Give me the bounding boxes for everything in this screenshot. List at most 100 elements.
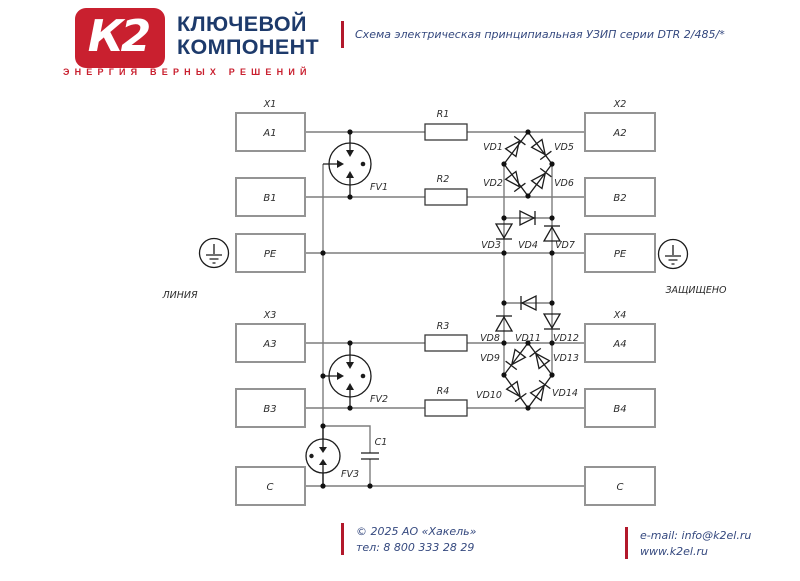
- terminal-a3-label: A3: [262, 339, 276, 350]
- resistor-r4-label: R4: [437, 386, 450, 397]
- diode-vd5-symbol: [530, 138, 552, 161]
- resistor-r3: [424, 334, 468, 352]
- ground-icon: [198, 237, 230, 269]
- diode-vd7-label: VD7: [555, 240, 575, 251]
- diode-vd4-label: VD4: [518, 240, 538, 251]
- company-name-line2: КОМПОНЕНТ: [177, 35, 320, 59]
- diode-vd13-symbol: [529, 347, 551, 370]
- company-tagline: ЭНЕРГИЯ ВЕРНЫХ РЕШЕНИЙ: [63, 67, 312, 77]
- email-text: e-mail: info@k2el.ru: [640, 529, 752, 542]
- terminal-c-right: [584, 466, 656, 506]
- terminal-b1: [235, 177, 306, 217]
- connector-x3-label: X3: [263, 310, 277, 321]
- terminal-b1-label: B1: [263, 193, 276, 204]
- diode-vd6-symbol: [530, 167, 552, 190]
- protected-side-label: ЗАЩИЩЕНО: [665, 285, 727, 296]
- terminal-b2-label: B2: [613, 193, 626, 204]
- diode-vd1-label: VD1: [483, 142, 503, 153]
- phone-text: тел: 8 800 333 28 29: [356, 540, 475, 554]
- arrester-fv3-symbol: [305, 426, 341, 486]
- diode-vd9-symbol: [505, 348, 527, 371]
- connector-x2-label: X2: [613, 99, 627, 110]
- arrester-fv3-label: FV3: [341, 469, 359, 480]
- terminal-c-left: [235, 466, 306, 506]
- diode-bridge-bottom: [503, 341, 553, 410]
- terminal-pe-left: [235, 233, 306, 273]
- title-accent-bar: [341, 21, 344, 48]
- terminal-a2: [584, 112, 656, 152]
- arrester-fv2-label: FV2: [370, 394, 388, 405]
- diode-vd3-label: VD3: [481, 240, 501, 251]
- copyright-text: © 2025 АО «Хакель»: [356, 525, 477, 538]
- company-name: КЛЮЧЕВОЙ КОМПОНЕНТ: [177, 13, 319, 59]
- diode-vd14-label: VD14: [552, 388, 578, 399]
- terminal-a3: [235, 323, 306, 363]
- resistors: [424, 123, 468, 417]
- arrester-fv1-label: FV1: [370, 182, 388, 193]
- diode-vd2-label: VD2: [483, 178, 503, 189]
- diode-vd6-label: VD6: [554, 178, 574, 189]
- ground-icon: [657, 238, 689, 270]
- diode-vd14-symbol: [529, 379, 551, 402]
- footer-accent-bar: [341, 523, 344, 555]
- resistor-r1: [424, 123, 468, 141]
- terminal-b4: [584, 388, 656, 428]
- diode-vd10-label: VD10: [476, 390, 502, 401]
- resistor-r3-label: R3: [437, 321, 450, 332]
- arrester-fv1-symbol: [323, 132, 372, 197]
- website-text: www.k2el.ru: [640, 544, 708, 558]
- diode-vd13-label: VD13: [553, 353, 579, 364]
- terminal-blocks-right: [584, 112, 656, 506]
- footer-accent-bar-right: [625, 527, 628, 559]
- k2-logo-text: К2: [87, 10, 152, 62]
- terminal-a1-label: A1: [262, 128, 276, 139]
- line-side-label: ЛИНИЯ: [161, 290, 198, 301]
- diode-bridge-top: [503, 130, 553, 198]
- footer-contact-block: © 2025 АО «Хакель» тел: 8 800 333 28 29: [341, 523, 476, 555]
- diode-vd4-symbol: [519, 209, 536, 227]
- resistor-r2-label: R2: [437, 174, 450, 185]
- diode-vd10-symbol: [505, 380, 527, 403]
- diode-vd8-label: VD8: [480, 333, 500, 344]
- terminal-a4-label: A4: [612, 339, 626, 350]
- resistor-r2: [424, 188, 468, 206]
- terminal-b2: [584, 177, 656, 217]
- terminal-b4-label: B4: [613, 404, 626, 415]
- resistor-r1-label: R1: [437, 109, 450, 120]
- diode-vd1-symbol: [504, 135, 526, 158]
- terminal-a4: [584, 323, 656, 363]
- document-title-block: Схема электрическая принципиальная УЗИП …: [341, 21, 725, 48]
- terminal-c-right-label: C: [617, 482, 624, 493]
- connector-x1-label: X1: [263, 99, 277, 110]
- diode-vd7-symbol: [542, 225, 562, 242]
- document-title: Схема электрическая принципиальная УЗИП …: [355, 28, 725, 41]
- diode-vd8-symbol: [494, 315, 514, 332]
- resistor-r4: [424, 399, 468, 417]
- diode-vd9-label: VD9: [480, 353, 500, 364]
- diode-vd2-symbol: [504, 170, 526, 193]
- terminal-b3: [235, 388, 306, 428]
- diode-vd12-label: VD12: [553, 333, 579, 344]
- capacitor-c1-symbol: [361, 452, 379, 460]
- terminal-a1: [235, 112, 306, 152]
- junction-dots: [320, 129, 555, 489]
- terminal-c-left-label: C: [267, 482, 274, 493]
- terminal-pe-left-label: PE: [264, 249, 277, 260]
- diode-vd11-symbol: [520, 294, 537, 312]
- terminal-pe-right: [584, 233, 656, 273]
- diode-vd5-label: VD5: [554, 142, 574, 153]
- terminal-b3-label: B3: [263, 404, 276, 415]
- terminal-pe-right-label: PE: [614, 249, 627, 260]
- capacitor-c1-label: C1: [375, 437, 388, 448]
- diode-vd3-symbol: [494, 223, 514, 240]
- arrester-fv2-symbol: [323, 343, 372, 408]
- terminal-a2-label: A2: [612, 128, 626, 139]
- k2-logo: К2: [75, 8, 165, 68]
- diode-vd12-symbol: [542, 313, 562, 330]
- terminal-blocks-left: [235, 112, 306, 506]
- diode-vd11-label: VD11: [515, 333, 541, 344]
- company-name-line1: КЛЮЧЕВОЙ: [177, 12, 307, 36]
- connector-x4-label: X4: [613, 310, 627, 321]
